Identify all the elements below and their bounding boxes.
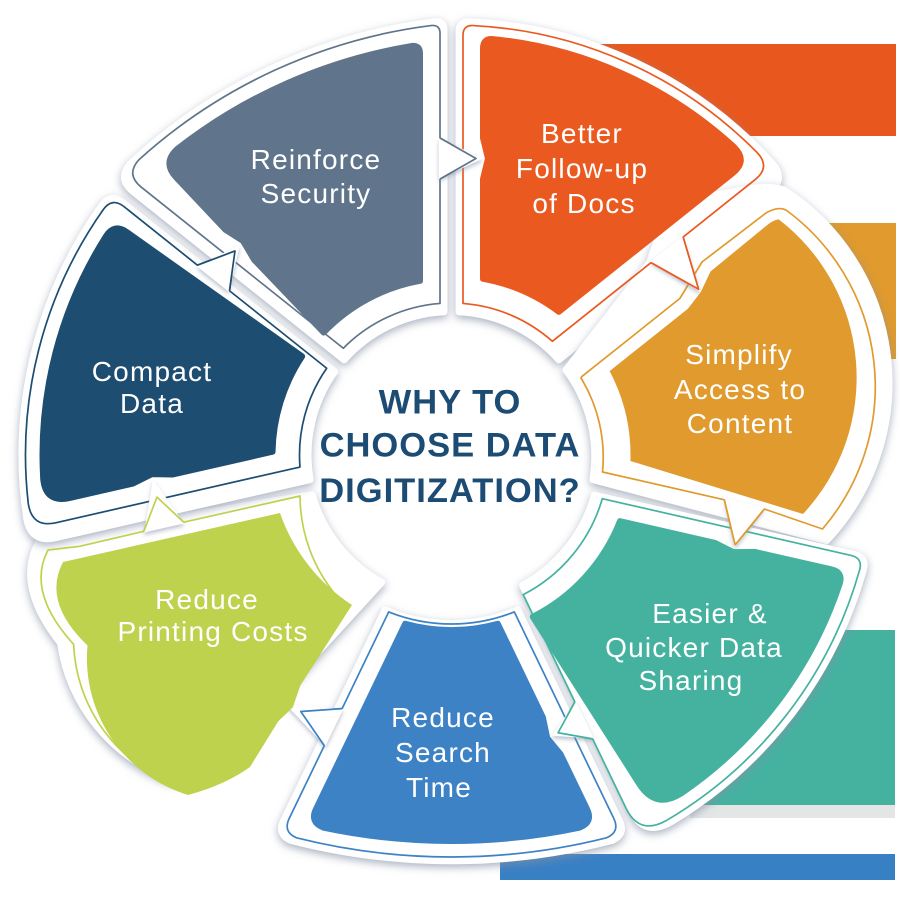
- svg-text:Compact: Compact: [92, 356, 212, 387]
- svg-text:CHOOSE DATA: CHOOSE DATA: [320, 427, 581, 465]
- svg-text:Reduce: Reduce: [391, 702, 495, 733]
- svg-text:Better: Better: [541, 118, 623, 149]
- svg-text:Security: Security: [261, 178, 372, 209]
- svg-text:of Docs: of Docs: [532, 188, 635, 219]
- svg-text:Time: Time: [406, 772, 472, 803]
- svg-text:Quicker Data: Quicker Data: [605, 632, 783, 663]
- svg-text:WHY TO: WHY TO: [379, 384, 522, 422]
- svg-text:Content: Content: [687, 408, 793, 439]
- svg-text:Search: Search: [395, 737, 491, 768]
- svg-text:Reduce: Reduce: [155, 584, 259, 615]
- svg-text:Easier &: Easier &: [652, 598, 767, 629]
- svg-text:Data: Data: [120, 388, 184, 419]
- svg-text:Access to: Access to: [674, 374, 806, 405]
- svg-text:Sharing: Sharing: [639, 665, 744, 696]
- svg-text:Reinforce: Reinforce: [251, 144, 382, 175]
- svg-text:Printing Costs: Printing Costs: [117, 616, 308, 647]
- svg-text:Follow-up: Follow-up: [516, 153, 648, 184]
- svg-text:DIGITIZATION?: DIGITIZATION?: [319, 472, 581, 510]
- svg-text:Simplify: Simplify: [685, 339, 793, 370]
